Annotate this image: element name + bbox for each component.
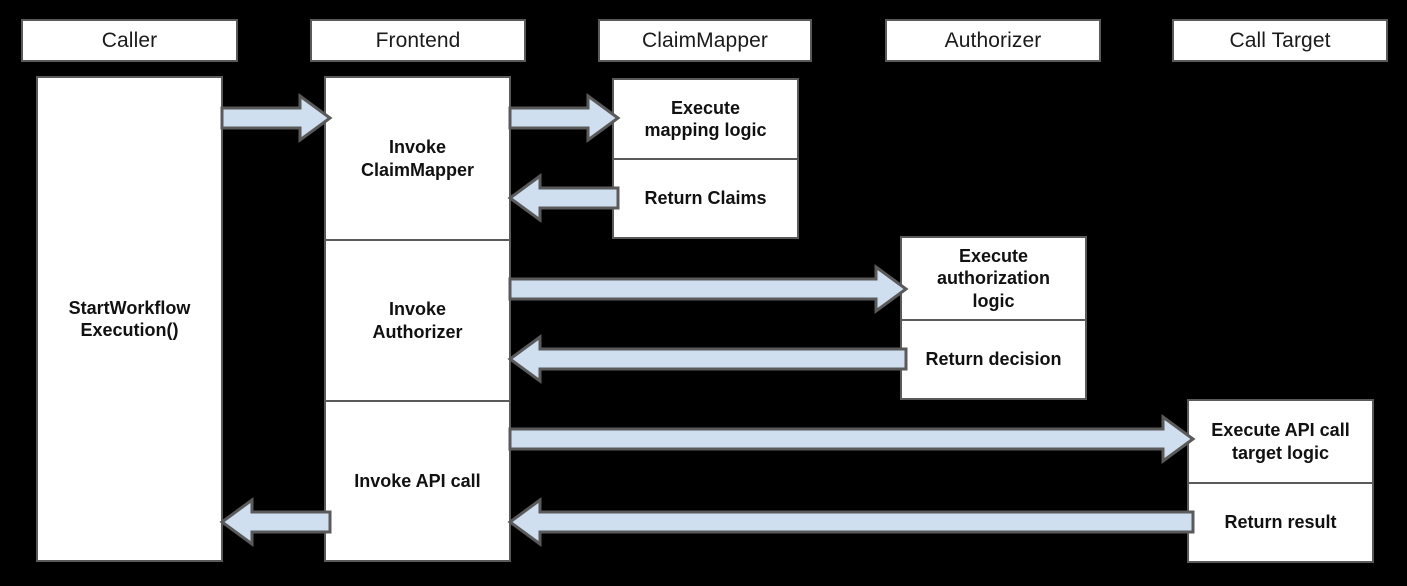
message-arrow-claimmapper-to-frontend[interactable] [507, 173, 620, 223]
lifeline-header-authorizer-label: Authorizer [944, 28, 1042, 52]
lifeline-header-calltarget-label: Call Target [1229, 28, 1331, 52]
lifeline-header-claimmapper-label: ClaimMapper [642, 28, 768, 52]
message-arrow-frontend-to-caller[interactable] [219, 497, 332, 547]
activation-frontend-segment-3: Invoke API call [326, 400, 509, 560]
message-arrow-caller-to-frontend[interactable] [220, 93, 333, 143]
activation-calltarget-segment-2: Return result [1189, 482, 1372, 561]
message-arrow-authorizer-to-frontend[interactable] [507, 334, 908, 384]
lifeline-header-calltarget[interactable]: Call Target [1172, 19, 1388, 62]
lifeline-header-frontend-label: Frontend [375, 28, 461, 52]
activation-claimmapper-segment-2: Return Claims [614, 158, 797, 237]
lifeline-header-caller[interactable]: Caller [21, 19, 238, 62]
lifeline-header-frontend[interactable]: Frontend [310, 19, 526, 62]
activation-authorizer-segment-2: Return decision [902, 319, 1085, 398]
message-arrow-frontend-to-calltarget[interactable] [508, 414, 1196, 464]
message-arrow-calltarget-to-frontend[interactable] [507, 497, 1195, 547]
message-arrow-frontend-to-authorizer[interactable] [508, 264, 909, 314]
lifeline-header-authorizer[interactable]: Authorizer [885, 19, 1101, 62]
message-arrow-frontend-to-claimmapper[interactable] [508, 93, 621, 143]
lifeline-header-caller-label: Caller [101, 28, 158, 52]
lifeline-header-claimmapper[interactable]: ClaimMapper [598, 19, 812, 62]
